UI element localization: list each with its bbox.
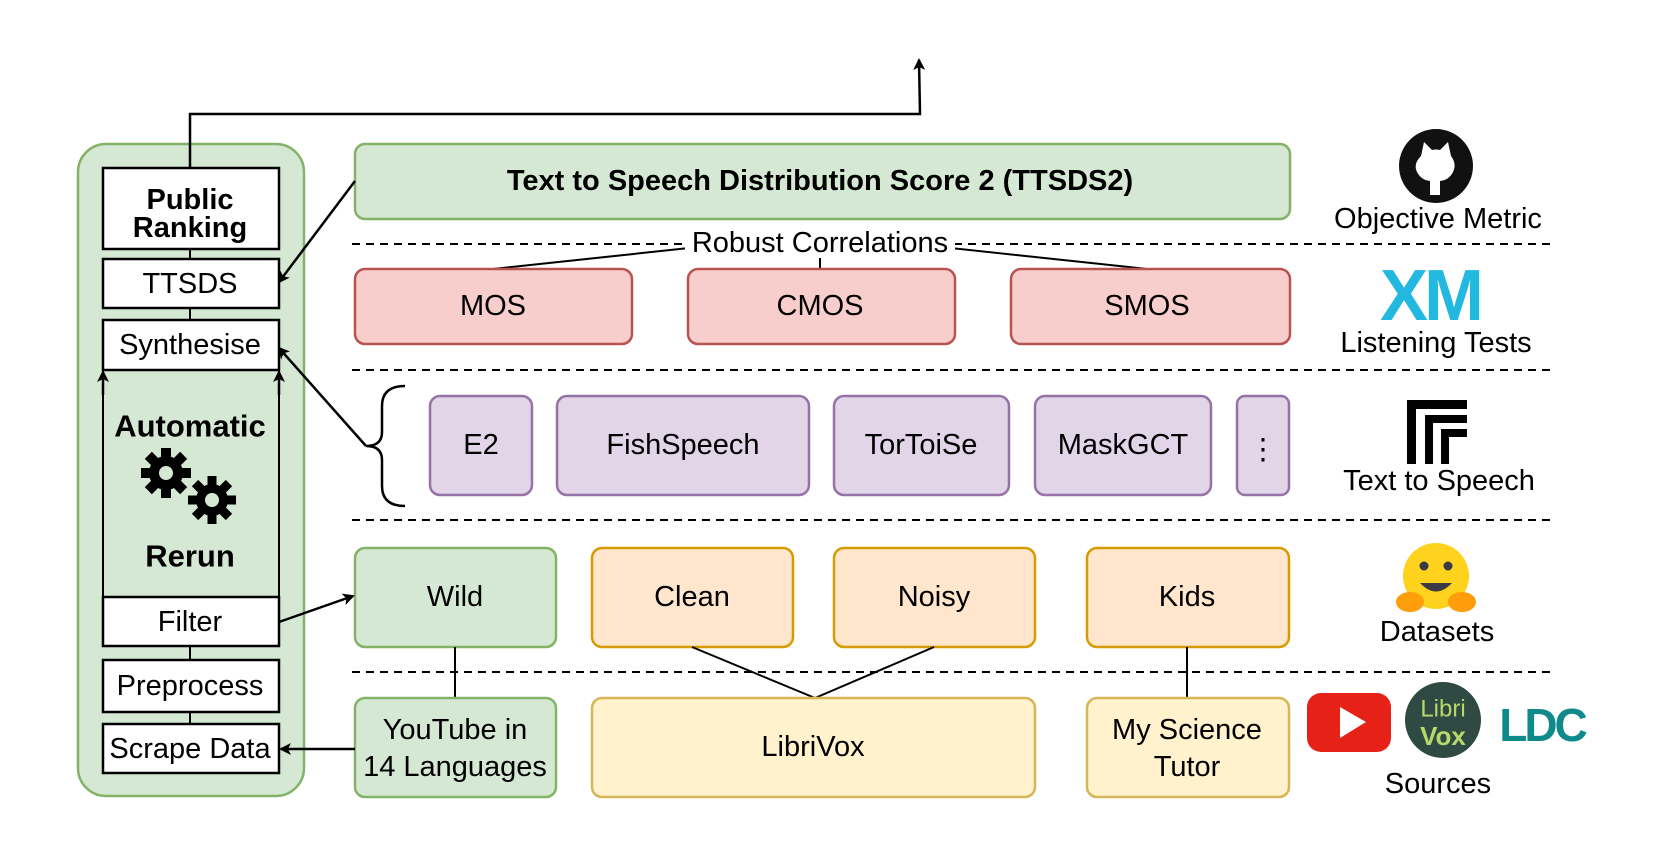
- source-youtube-label-1: YouTube in: [383, 714, 528, 746]
- youtube-icon: [1307, 693, 1391, 752]
- preprocess-box: [101, 658, 281, 714]
- preprocess-label: Preprocess: [117, 670, 264, 702]
- dataset-clean-label: Clean: [654, 581, 730, 613]
- public-ranking-box: [101, 166, 281, 251]
- row-label-objective-metric: Objective Metric: [1334, 203, 1542, 235]
- mos-label: MOS: [460, 290, 526, 322]
- source-librivox-label: LibriVox: [761, 731, 865, 763]
- rerun-label: Rerun: [145, 539, 235, 574]
- tts-fishspeech-label: FishSpeech: [606, 429, 759, 461]
- public-ranking-label-2: Ranking: [133, 212, 247, 244]
- gears-icon: [141, 448, 236, 524]
- source-mst-label-1: My Science: [1112, 714, 1262, 746]
- row-label-text-to-speech: Text to Speech: [1343, 465, 1535, 497]
- xm-logo: XM: [1380, 256, 1480, 336]
- source-librivox-box: [590, 696, 1037, 799]
- row-label-sources: Sources: [1385, 768, 1491, 800]
- mos-box: [353, 267, 634, 346]
- row-separators: [352, 243, 1550, 673]
- source-mst-box: [1085, 696, 1291, 799]
- cmos-box: [686, 267, 957, 346]
- robust-correlations-label: Robust Correlations: [692, 227, 948, 259]
- automatic-label: Automatic: [114, 409, 266, 444]
- librivox-logo-vox: Vox: [1420, 721, 1466, 751]
- tts-tortoise-box: [832, 394, 1011, 497]
- dataset-noisy-box: [832, 546, 1037, 649]
- public-ranking-label-1: Public: [146, 184, 233, 216]
- ttsds-box: [101, 257, 281, 310]
- tts-more-box: [1235, 394, 1291, 497]
- smos-label: SMOS: [1104, 290, 1189, 322]
- dataset-source-lines: [454, 646, 1188, 699]
- tts-logo-icon: [1407, 400, 1467, 464]
- tts-e2-box: [428, 394, 534, 497]
- librivox-logo-libri: Libri: [1420, 696, 1465, 723]
- tts-more-label: ⋮: [1249, 434, 1278, 466]
- tts-e2-label: E2: [463, 429, 498, 461]
- smos-box: [1009, 267, 1292, 346]
- source-youtube-box: [353, 696, 558, 799]
- synthesise-label: Synthesise: [119, 329, 261, 361]
- dataset-noisy-label: Noisy: [898, 581, 971, 613]
- github-icon: [1399, 129, 1473, 203]
- ttsds-label: TTSDS: [142, 268, 237, 300]
- dataset-kids-label: Kids: [1159, 581, 1215, 613]
- ttsds2-title: Text to Speech Distribution Score 2 (TTS…: [507, 165, 1133, 197]
- source-youtube-label-2: 14 Languages: [363, 751, 547, 783]
- flow-arrows: [97, 58, 926, 755]
- tts-tortoise-label: TorToiSe: [865, 429, 978, 461]
- librivox-logo: Libri Vox: [1405, 682, 1481, 758]
- source-mst-label-2: Tutor: [1154, 751, 1221, 783]
- tts-brace: [365, 384, 406, 508]
- row-label-listening-tests: Listening Tests: [1340, 327, 1531, 359]
- dataset-wild-label: Wild: [427, 581, 483, 613]
- scrape-data-label: Scrape Data: [109, 733, 271, 765]
- scrape-data-box: [101, 722, 281, 775]
- cmos-label: CMOS: [777, 290, 864, 322]
- row-label-datasets: Datasets: [1380, 616, 1494, 648]
- hugging-face-icon: [1396, 543, 1476, 612]
- filter-label: Filter: [158, 606, 223, 638]
- tts-maskgct-box: [1033, 394, 1213, 497]
- ldc-logo: LDC: [1499, 699, 1586, 751]
- tts-fishspeech-box: [555, 394, 811, 497]
- synthesise-box: [101, 318, 281, 372]
- tts-maskgct-label: MaskGCT: [1058, 429, 1189, 461]
